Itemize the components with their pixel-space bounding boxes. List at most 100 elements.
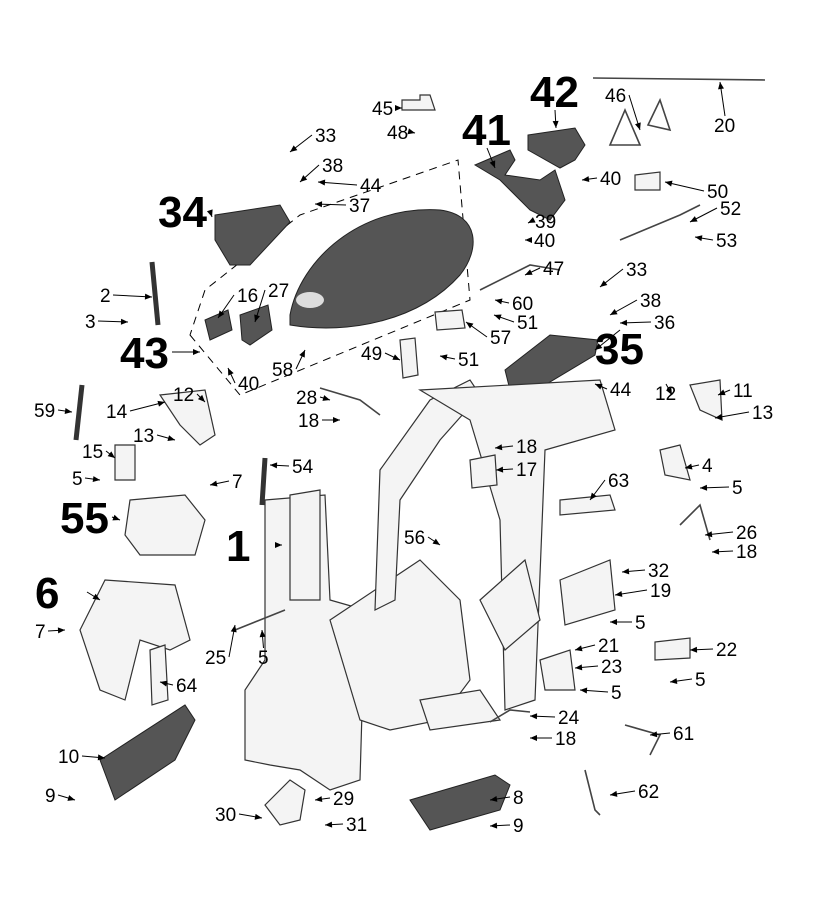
- callout-number: 22: [716, 640, 737, 661]
- arrowhead: [489, 160, 496, 168]
- callout-number: 3: [85, 312, 96, 333]
- bracket-45-part: [401, 94, 436, 111]
- callout-number: 25: [205, 648, 226, 669]
- callout-13: 13: [133, 426, 176, 447]
- arrowhead: [528, 217, 536, 223]
- callout-number: 51: [517, 313, 538, 334]
- bracket-22-part: [654, 637, 691, 661]
- callout-16: 16: [217, 286, 258, 319]
- callout-number: 26: [736, 523, 757, 544]
- arrowhead: [228, 368, 234, 376]
- callout-12: 12: [655, 383, 676, 405]
- callout-number: 49: [361, 344, 382, 365]
- rod-61-part: [624, 724, 662, 756]
- callout-number: 50: [707, 182, 728, 203]
- plate-19-part: [559, 559, 616, 626]
- arrowhead: [144, 293, 152, 300]
- callout-15: 15: [82, 442, 116, 463]
- callout-25: 25: [205, 624, 237, 669]
- callout-number: 40: [238, 374, 259, 395]
- arrowhead: [575, 664, 583, 671]
- rod-26-part: [679, 503, 711, 541]
- callout-18: 18: [298, 411, 340, 432]
- callout-27: 27: [254, 281, 289, 323]
- callout-number: 27: [268, 281, 289, 302]
- bracket-30-part: [264, 779, 306, 826]
- arrowhead: [218, 310, 225, 318]
- callout-51: 51: [439, 350, 479, 371]
- callout-number: 46: [605, 86, 626, 107]
- arrowhead: [210, 480, 218, 487]
- arrowhead: [67, 795, 75, 801]
- arrowhead: [580, 687, 588, 694]
- arrowhead: [333, 417, 340, 423]
- callout-42: 42: [530, 68, 579, 129]
- callout-5: 5: [699, 478, 743, 499]
- callout-35: 35: [594, 325, 644, 374]
- arrowhead: [270, 462, 278, 469]
- arrowhead: [167, 435, 175, 442]
- callout-51: 51: [493, 313, 538, 334]
- callout-number: 32: [648, 561, 669, 582]
- rod-59-part: [73, 384, 85, 441]
- callout-number: 45: [372, 99, 393, 120]
- arrowhead: [525, 269, 533, 275]
- callout-number: 24: [558, 708, 580, 729]
- callout-number: 47: [543, 259, 564, 280]
- arrowhead: [97, 754, 105, 761]
- arrowhead: [620, 319, 628, 326]
- callout-number: 36: [654, 313, 675, 334]
- bracket-11-part: [689, 379, 723, 421]
- arrowhead: [160, 680, 168, 687]
- tail-cover-part: [473, 149, 566, 221]
- callout-7: 7: [35, 622, 66, 643]
- callout-6: 6: [35, 569, 101, 618]
- arrowhead: [575, 645, 583, 652]
- callout-number: 12: [173, 385, 194, 406]
- callout-number: 56: [404, 528, 425, 549]
- callout-number: 61: [673, 724, 694, 745]
- arrowhead: [300, 175, 308, 182]
- arrowhead: [92, 476, 100, 483]
- callout-58: 58: [272, 349, 306, 381]
- callout-number: 63: [608, 471, 629, 492]
- callout-number: 4: [702, 456, 713, 477]
- callout-28: 28: [296, 388, 331, 409]
- rod-24-part: [489, 709, 531, 723]
- callout-61: 61: [649, 724, 694, 745]
- callout-5: 5: [610, 613, 646, 634]
- callout-18: 18: [530, 729, 576, 750]
- arrowhead: [440, 354, 448, 361]
- arrowhead: [392, 354, 400, 360]
- callout-number: 40: [600, 169, 621, 190]
- callout-5: 5: [72, 469, 101, 490]
- callout-number: 1: [226, 522, 250, 571]
- arrowhead: [290, 145, 298, 152]
- arrowhead: [92, 593, 100, 600]
- arrowhead: [695, 235, 703, 242]
- callout-number: 29: [333, 789, 354, 810]
- callout-number: 33: [315, 126, 336, 147]
- callout-number: 5: [258, 648, 269, 669]
- callout-number: 44: [610, 380, 632, 401]
- plate-64-part: [149, 644, 169, 706]
- callout-number: 31: [346, 815, 367, 836]
- callout-number: 41: [462, 106, 511, 155]
- callout-number: 13: [752, 403, 773, 424]
- callout-number: 38: [322, 156, 343, 177]
- callout-number: 57: [490, 328, 511, 349]
- arrowhead: [685, 463, 693, 470]
- callout-40: 40: [525, 231, 555, 252]
- callout-11: 11: [717, 381, 753, 402]
- bracket-49-part: [399, 337, 419, 379]
- parts-layer: [73, 77, 766, 831]
- arrowhead: [496, 466, 504, 473]
- arrowhead: [705, 531, 713, 538]
- arrowhead: [120, 318, 128, 325]
- callout-number: 52: [720, 199, 741, 220]
- callout-57: 57: [465, 321, 511, 349]
- hooks-46-part: [608, 97, 672, 146]
- arrowhead: [112, 514, 120, 521]
- callout-54: 54: [269, 457, 314, 478]
- callout-number: 64: [176, 676, 198, 697]
